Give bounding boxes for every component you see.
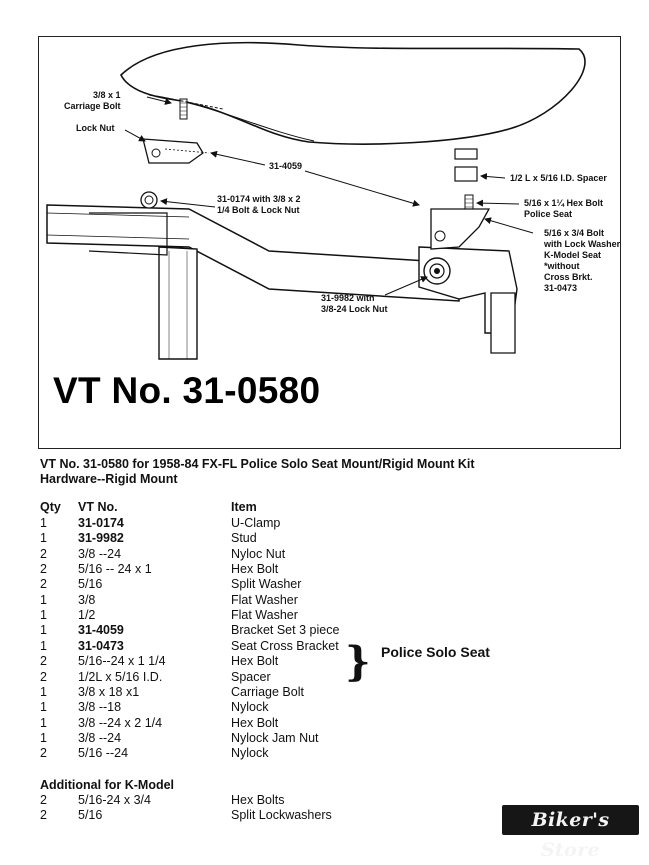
- seat-post-tube: [490, 292, 516, 354]
- exploded-diagram: 3/8 x 1 Carriage Bolt Lock Nut 31-4059 1…: [38, 36, 621, 449]
- bikers-store-logo: Biker's Store: [502, 805, 639, 861]
- kit-title-line1: VT No. 31-0580 for 1958-84 FX-FL Police …: [40, 457, 475, 471]
- row-item: U-Clamp: [231, 516, 281, 530]
- row-vt-no: 5/16--24 x 1 1/4: [78, 654, 166, 669]
- spacer-bottom: [454, 166, 478, 182]
- row-qty: 1: [40, 638, 47, 653]
- row-item: Seat Cross Bracket: [231, 638, 339, 653]
- frame-tube: [46, 204, 460, 302]
- row-vt-no: 31-0473: [78, 638, 124, 653]
- row-item: Hex Bolt: [231, 654, 279, 669]
- row-qty: 2: [40, 546, 47, 561]
- row-qty: 1: [40, 608, 47, 623]
- row-item: Nylock: [231, 700, 269, 715]
- row-item: Split Lockwashers: [231, 808, 332, 823]
- row-qty: 1: [40, 730, 47, 745]
- row-item: Flat Washer: [231, 608, 298, 623]
- row-item: Spacer: [231, 669, 271, 684]
- kit-number-heading: VT No. 31-0580: [53, 370, 321, 411]
- group-label-police-solo-seat: Police Solo Seat: [381, 644, 490, 660]
- row-item: Nylock: [231, 746, 269, 761]
- row-vt-no: 1/2: [78, 608, 96, 623]
- row-qty: 2: [40, 793, 47, 807]
- diagram-drawing: [46, 41, 586, 360]
- row-item: Stud: [231, 531, 257, 546]
- spacer-top: [454, 148, 478, 160]
- row-qty: 1: [40, 684, 47, 699]
- header-item: Item: [231, 500, 257, 514]
- row-vt-no: 31-9982: [78, 531, 124, 546]
- cross-bracket-shape: [430, 208, 491, 250]
- row-item: Split Washer: [231, 577, 302, 592]
- header-vt-no: VT No.: [78, 500, 118, 514]
- row-vt-no: 31-4059: [78, 623, 124, 638]
- seat-pan: [120, 41, 586, 145]
- row-qty: 1: [40, 623, 47, 638]
- callout-lock-nut: Lock Nut: [76, 123, 115, 133]
- kit-title-line2: Hardware--Rigid Mount: [40, 472, 178, 486]
- row-vt-no: 3/8: [78, 592, 96, 607]
- row-qty: 1: [40, 592, 47, 607]
- row-qty: 2: [40, 669, 47, 684]
- row-vt-no: 5/16 --24: [78, 746, 129, 761]
- row-item: Nyloc Nut: [231, 546, 286, 561]
- row-qty: 1: [40, 516, 47, 530]
- row-item: Hex Bolt: [231, 715, 279, 730]
- callout-u-clamp: 31-0174 with 3/8 x 2 1/4 Bolt & Lock Nut: [217, 194, 301, 215]
- row-vt-no: 3/8 --24: [78, 546, 122, 561]
- row-item: Hex Bolts: [231, 793, 285, 807]
- row-qty: 1: [40, 531, 47, 546]
- row-vt-no: 5/16: [78, 808, 103, 823]
- row-vt-no: 3/8 --24 x 2 1/4: [78, 715, 163, 730]
- kit-title: VT No. 31-0580 for 1958-84 FX-FL Police …: [40, 457, 475, 487]
- callout-spacer: 1/2 L x 5/16 I.D. Spacer: [510, 173, 607, 183]
- row-vt-no: 5/16-24 x 3/4: [78, 793, 151, 807]
- row-vt-no: 5/16 -- 24 x 1: [78, 562, 152, 577]
- callout-stud: 31-9982 with 3/8-24 Lock Nut: [321, 293, 388, 314]
- callout-bracket: 31-4059: [269, 161, 303, 171]
- row-item: Carriage Bolt: [231, 684, 304, 699]
- row-qty: 2: [40, 808, 47, 823]
- k-model-heading: Additional for K-Model: [40, 778, 175, 792]
- row-item: Bracket Set 3 piece: [231, 623, 340, 638]
- callout-k-model: 5/16 x 3/4 Bolt with Lock Washer K-Model…: [544, 228, 621, 293]
- row-qty: 1: [40, 715, 47, 730]
- logo-text: Biker's Store: [531, 809, 610, 861]
- row-item: Hex Bolt: [231, 562, 279, 577]
- row-qty: 2: [40, 562, 47, 577]
- row-vt-no: 31-0174: [78, 516, 124, 530]
- row-vt-no: 3/8 x 18 x1: [78, 684, 140, 699]
- group-brace: }: [345, 638, 371, 685]
- carriage-bolt-shape: [179, 98, 188, 120]
- down-tube: [158, 246, 198, 360]
- row-item: Nylock Jam Nut: [231, 730, 319, 745]
- row-qty: 2: [40, 654, 47, 669]
- row-vt-no: 1/2L x 5/16 I.D.: [78, 669, 163, 684]
- header-qty: Qty: [40, 500, 61, 514]
- row-qty: 1: [40, 700, 47, 715]
- row-vt-no: 5/16: [78, 577, 103, 592]
- callout-hex-bolt: 5/16 x 1¼ Hex Bolt Police Seat: [524, 198, 604, 219]
- row-vt-no: 3/8 --18: [78, 700, 122, 715]
- callout-carriage-bolt: 3/8 x 1 Carriage Bolt: [64, 90, 121, 111]
- row-qty: 2: [40, 577, 47, 592]
- row-vt-no: 3/8 --24: [78, 730, 122, 745]
- row-qty: 2: [40, 746, 47, 761]
- row-item: Flat Washer: [231, 592, 298, 607]
